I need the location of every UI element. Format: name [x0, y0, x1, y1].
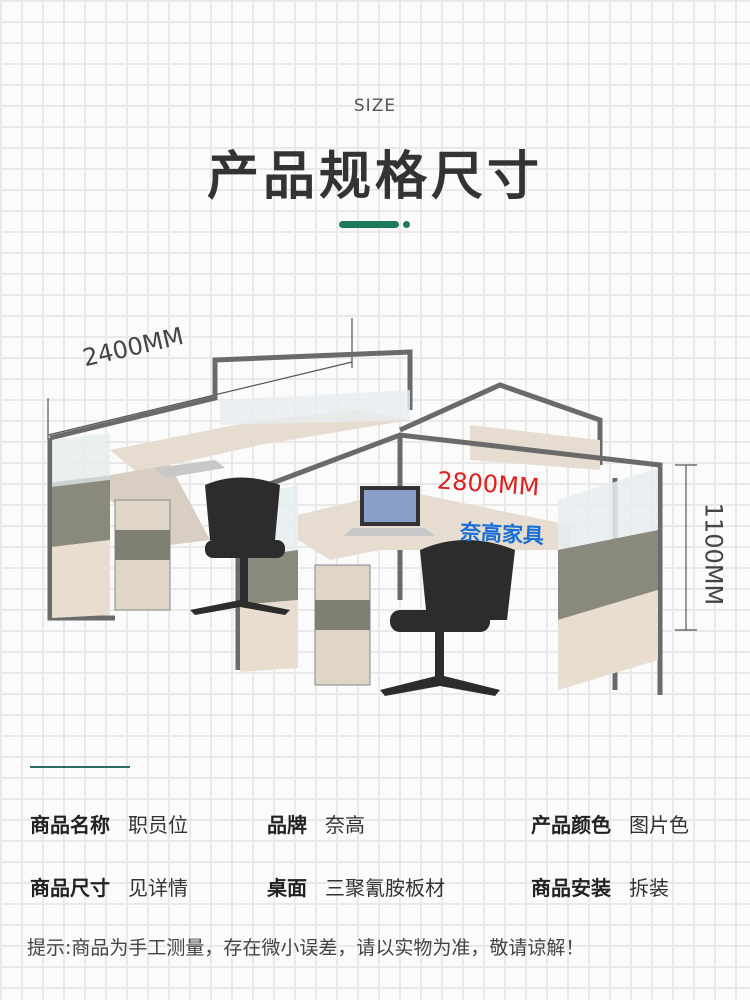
- spec-value: 职员位: [128, 813, 188, 837]
- spec-label: 产品颜色: [531, 813, 611, 837]
- spec-value: 拆装: [629, 876, 669, 900]
- brand-watermark: 奈高家具: [459, 519, 545, 549]
- spec-value: 图片色: [629, 813, 689, 837]
- spec-item: 品牌奈高: [267, 809, 365, 838]
- spec-item: 商品名称职员位: [30, 809, 188, 838]
- spec-label: 桌面: [267, 876, 307, 900]
- spec-label: 商品名称: [30, 813, 110, 837]
- page-title: 产品规格尺寸: [206, 147, 543, 207]
- spec-item: 商品尺寸见详情: [30, 872, 188, 901]
- title-underline: [339, 221, 399, 228]
- spec-value: 三聚氰胺板材: [325, 876, 445, 900]
- spec-value: 奈高: [325, 813, 365, 837]
- section-subtitle: SIZE: [353, 96, 397, 116]
- spec-value: 见详情: [128, 876, 188, 900]
- spec-label: 品牌: [267, 813, 307, 837]
- spec-item: 桌面三聚氰胺板材: [267, 872, 445, 901]
- height-dimension-label: 1100MM: [699, 502, 728, 606]
- spec-item: 商品安装拆装: [531, 872, 669, 901]
- workstation-product-image: [47, 318, 697, 696]
- spec-item: 产品颜色图片色: [531, 809, 689, 838]
- spec-label: 商品安装: [531, 876, 611, 900]
- title-dot: [403, 221, 410, 228]
- measurement-note: 提示:商品为手工测量，存在微小误差，请以实物为准，敬请谅解！: [27, 937, 585, 959]
- section-divider: [30, 766, 130, 768]
- spec-label: 商品尺寸: [30, 876, 110, 900]
